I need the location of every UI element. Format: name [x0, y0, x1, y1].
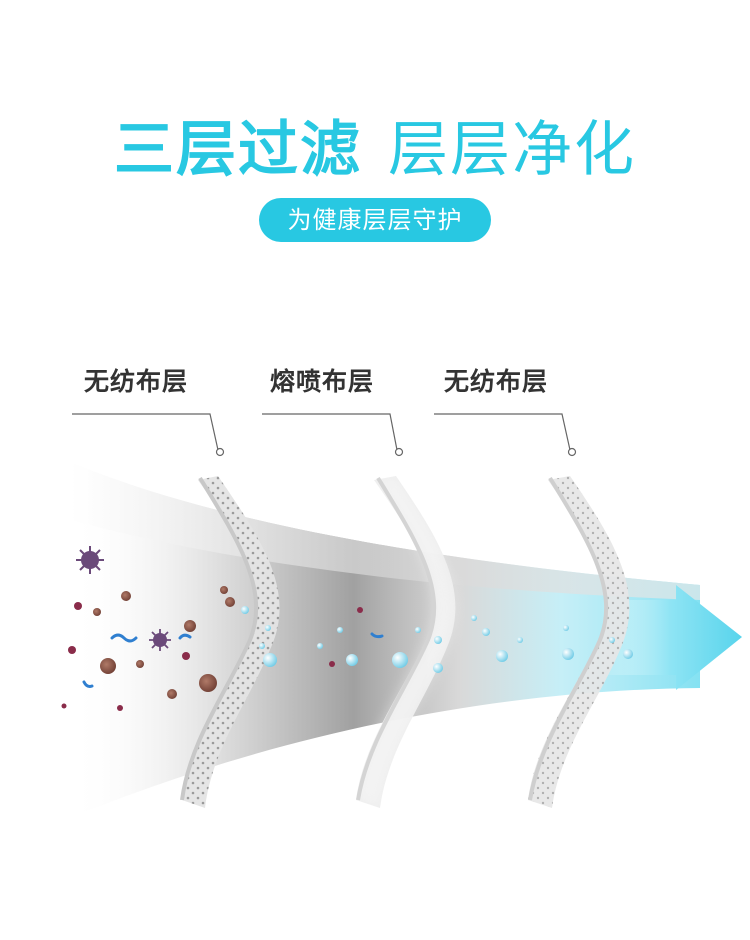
filter-layer-1 [180, 476, 280, 808]
leader-dot-1 [215, 447, 225, 457]
leader-dot-2 [394, 447, 404, 457]
virus-icon [76, 546, 104, 574]
particles-unfiltered [61, 546, 235, 711]
filter-layer-3 [528, 476, 630, 808]
filter-illustration [61, 413, 742, 818]
leader-dot-3 [567, 447, 577, 457]
particles-filtered [241, 606, 633, 673]
leader-line-1 [72, 413, 219, 451]
layer-label-2: 熔喷布层 [270, 367, 375, 396]
layer-label-1: 无纺布层 [84, 367, 189, 396]
output-arrow [600, 585, 742, 690]
headline: 三层过滤层层净化 [0, 112, 750, 188]
leader-line-2 [262, 413, 398, 451]
air-stream-top [70, 462, 700, 600]
tagline-badge: 为健康层层守护 [259, 198, 491, 242]
headline-bold: 三层过滤 [114, 115, 362, 185]
leader-lines [72, 413, 577, 457]
virus-icon [149, 629, 171, 651]
layer-label-3: 无纺布层 [444, 367, 549, 396]
headline-light: 层层净化 [388, 115, 636, 185]
leader-line-3 [434, 413, 571, 451]
filter-layer-2 [356, 476, 456, 808]
